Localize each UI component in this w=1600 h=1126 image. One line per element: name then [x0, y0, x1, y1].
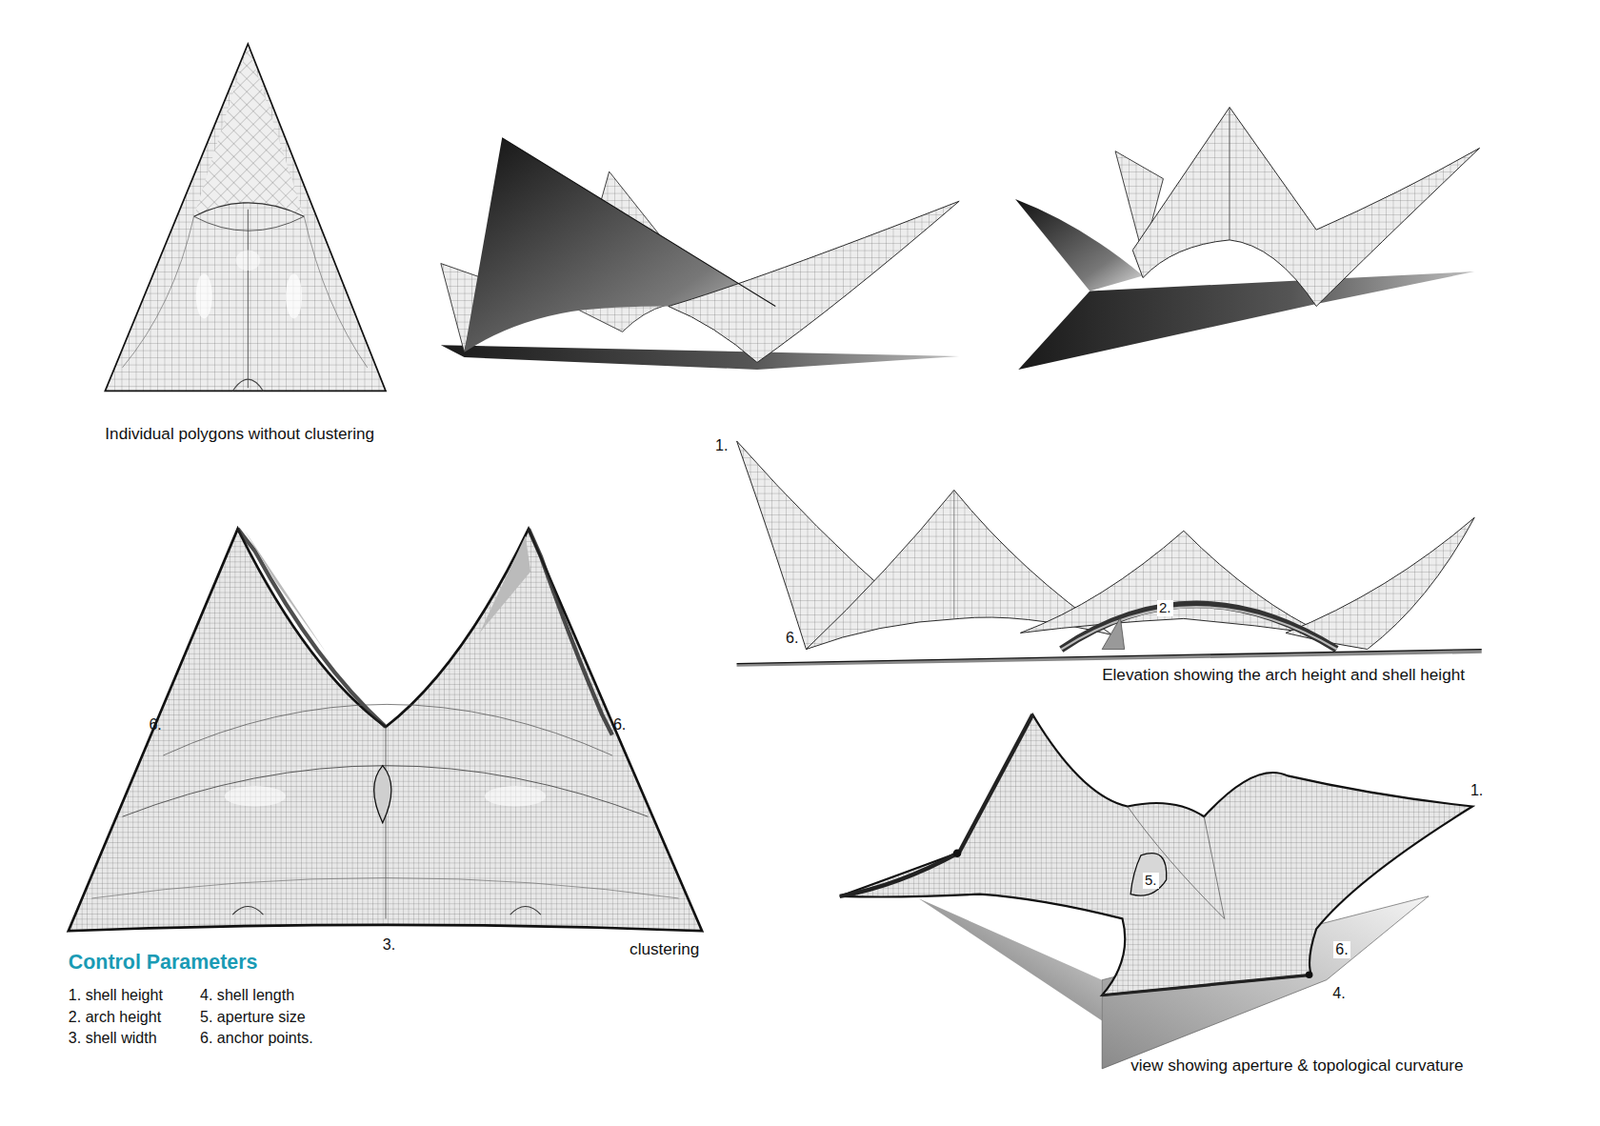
caption-text: Individual polygons without clustering [104, 424, 375, 443]
cluster-plan [68, 528, 702, 931]
parameter-item: 5. aperture size [200, 1008, 306, 1026]
callout-number: 6. [148, 716, 161, 734]
polygon-perspective [440, 138, 960, 370]
parameter-item: 2. arch height [68, 1008, 161, 1026]
callout-number: 6. [1333, 940, 1350, 959]
callout-number: 3. [382, 936, 396, 954]
cluster-aperture-view [840, 714, 1473, 1069]
callout-number: 6. [785, 629, 799, 647]
polygon-plan [104, 43, 386, 391]
callout-number: 6. [613, 716, 626, 734]
parameter-item: 1. shell height [68, 986, 163, 1004]
caption-text: Elevation showing the arch height and sh… [1101, 665, 1465, 684]
polygon-perspective [1015, 107, 1480, 370]
callout-number: 5. [1142, 872, 1160, 889]
callout-number: 1. [1470, 781, 1483, 800]
parameter-item: 6. anchor points. [200, 1029, 314, 1047]
callout-number: 2. [1157, 600, 1174, 617]
callout-number: 4. [1332, 984, 1345, 1002]
callout-number: 1. [715, 437, 728, 455]
cluster-elevation [737, 440, 1482, 667]
parameter-item: 4. shell length [200, 986, 295, 1004]
parameter-item: 3. shell width [68, 1029, 158, 1047]
caption-text: view showing aperture & topological curv… [1130, 1056, 1463, 1075]
section-heading: Control Parameters [68, 951, 259, 975]
caption-text: clustering [629, 940, 700, 959]
